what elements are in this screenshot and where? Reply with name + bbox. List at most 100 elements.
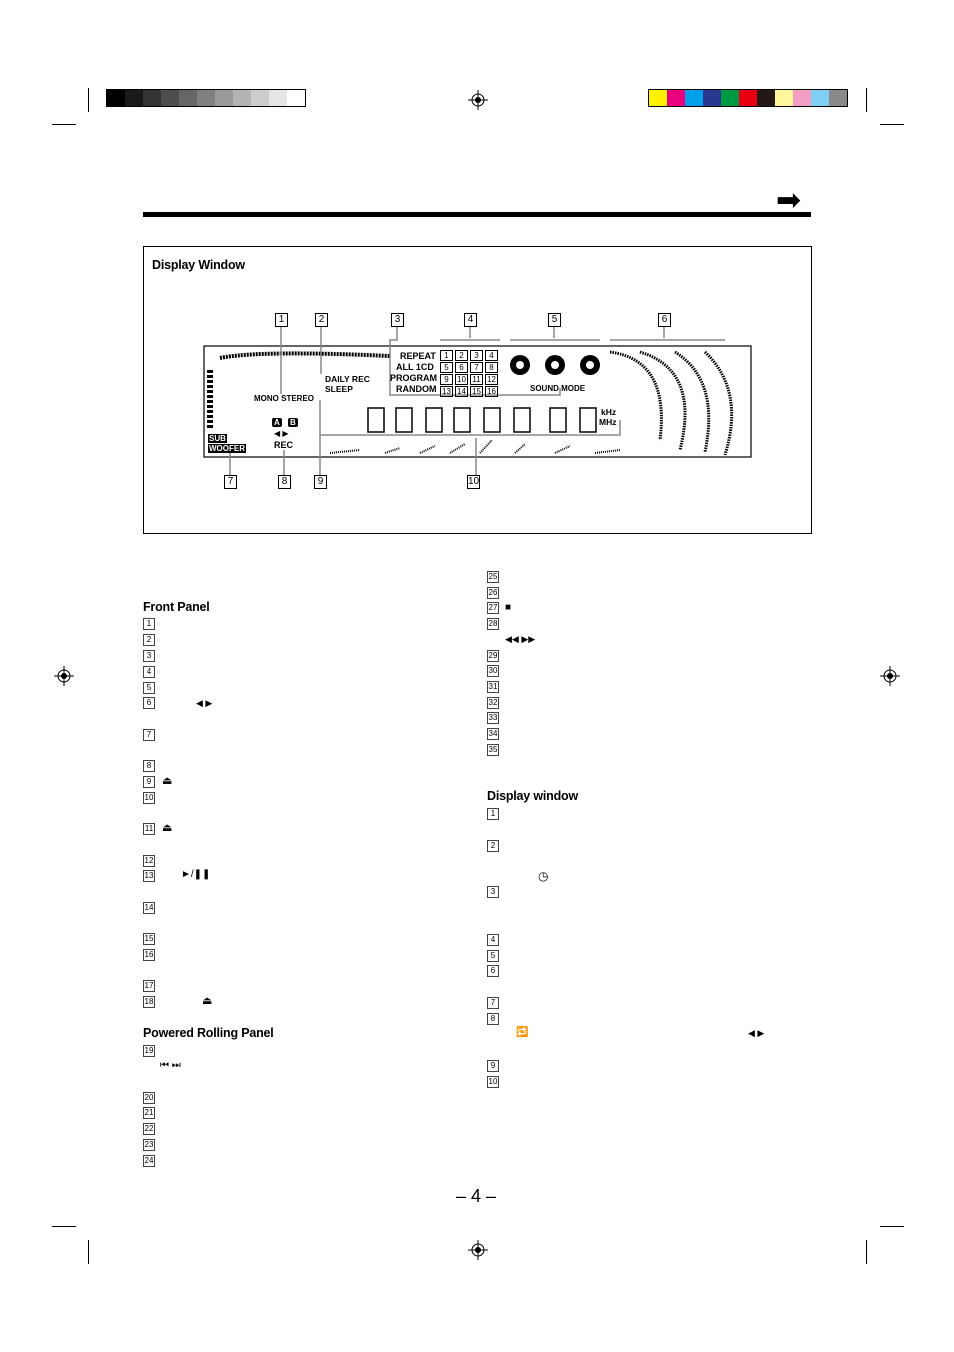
gray-swatch	[107, 90, 125, 106]
item-number: 20	[143, 1092, 155, 1104]
lcd-random: RANDOM	[396, 384, 437, 394]
lcd-deck-a: A	[272, 418, 282, 427]
gray-swatch	[143, 90, 161, 106]
item-number: 4	[143, 666, 155, 678]
item-number: 2	[487, 840, 499, 852]
color-swatch	[811, 90, 829, 106]
item-number: 10	[143, 792, 155, 804]
item-number: 3	[487, 886, 499, 898]
item-number: 1	[487, 808, 499, 820]
lcd-track-number: 3	[470, 350, 483, 361]
callout-number: 2	[315, 313, 328, 327]
powered-rolling-panel-heading: Powered Rolling Panel	[143, 1026, 274, 1040]
item-number: 33	[487, 712, 499, 724]
gray-swatch	[215, 90, 233, 106]
color-swatch	[649, 90, 667, 106]
registration-target-left	[54, 666, 74, 686]
lcd-direction-arrows-icon: ◀ ▶	[274, 429, 289, 438]
callout-number: 1	[275, 313, 288, 327]
lcd-track-number: 14	[455, 386, 468, 397]
gray-swatch	[197, 90, 215, 106]
lcd-track-number: 13	[440, 386, 453, 397]
lcd-woofer: WOOFER	[208, 444, 246, 453]
item-number: 31	[487, 681, 499, 693]
item-number: 5	[143, 682, 155, 694]
lcd-daily-rec: DAILY REC	[325, 374, 370, 384]
item-number: 25	[487, 571, 499, 583]
front-panel-heading: Front Panel	[143, 600, 210, 614]
lcd-all1cd: ALL 1CD	[396, 362, 434, 372]
skip-icon: ⏮ ⏭	[160, 1060, 181, 1071]
lcd-sub: SUB	[208, 434, 227, 443]
lcd-track-number: 12	[485, 374, 498, 385]
timer-icon: ◷	[538, 869, 549, 883]
eject-icon: ⏏	[162, 822, 173, 834]
lcd-track-number: 6	[455, 362, 468, 373]
stop-icon: ■	[505, 602, 512, 613]
item-number: 30	[487, 665, 499, 677]
lcd-track-number: 8	[485, 362, 498, 373]
gray-swatch	[251, 90, 269, 106]
lcd-track-number: 9	[440, 374, 453, 385]
color-swatch	[757, 90, 775, 106]
registration-target-bottom	[468, 1240, 488, 1260]
play-pause-icon: ►/❚❚	[181, 869, 211, 880]
lcd-rec: REC	[274, 440, 294, 450]
item-number: 21	[143, 1107, 155, 1119]
item-number: 10	[487, 1076, 499, 1088]
item-number: 19	[143, 1045, 155, 1057]
item-number: 27	[487, 602, 499, 614]
item-number: 5	[487, 950, 499, 962]
item-number: 13	[143, 870, 155, 882]
lcd-display-illustration	[203, 325, 752, 480]
item-number: 7	[487, 997, 499, 1009]
left-right-arrows-icon: ◀ ▶	[748, 1028, 765, 1038]
display-window-heading: Display Window	[152, 258, 245, 272]
item-number: 35	[487, 744, 499, 756]
item-number: 6	[487, 965, 499, 977]
item-number: 8	[143, 760, 155, 772]
item-number: 29	[487, 650, 499, 662]
lcd-mono-stereo: MONO STEREO	[254, 394, 315, 403]
color-swatch	[667, 90, 685, 106]
lcd-track-number: 10	[455, 374, 468, 385]
lcd-khz: kHz	[601, 407, 617, 417]
lcd-track-number: 16	[485, 386, 498, 397]
lcd-track-number: 5	[440, 362, 453, 373]
color-bar	[648, 89, 848, 107]
item-number: 2	[143, 634, 155, 646]
color-swatch	[685, 90, 703, 106]
gray-swatch	[233, 90, 251, 106]
item-number: 11	[143, 823, 155, 835]
repeat-icon: 🔁	[516, 1027, 529, 1038]
item-number: 18	[143, 996, 155, 1008]
display-window-figure	[143, 246, 812, 534]
item-number: 17	[143, 980, 155, 992]
item-number: 8	[487, 1013, 499, 1025]
item-number: 14	[143, 902, 155, 914]
color-swatch	[775, 90, 793, 106]
item-number: 32	[487, 697, 499, 709]
eject-icon: ⏏	[162, 775, 173, 787]
item-number: 26	[487, 587, 499, 599]
lcd-track-number: 15	[470, 386, 483, 397]
callout-number: 3	[391, 313, 404, 327]
gray-scale-bar	[106, 89, 306, 107]
continue-arrow-icon: ➡	[776, 184, 802, 217]
item-number: 28	[487, 618, 499, 630]
color-swatch	[703, 90, 721, 106]
callout-number: 5	[548, 313, 561, 327]
color-swatch	[721, 90, 739, 106]
lcd-sleep: SLEEP	[325, 384, 353, 394]
display-window-list-heading: Display window	[487, 789, 578, 803]
lcd-sound-mode: SOUND MODE	[530, 384, 586, 393]
gray-swatch	[287, 90, 305, 106]
item-number: 23	[143, 1139, 155, 1151]
callout-number: 10	[467, 475, 480, 489]
registration-target-top	[468, 90, 488, 110]
gray-swatch	[161, 90, 179, 106]
item-number: 9	[143, 776, 155, 788]
lcd-repeat: REPEAT	[400, 351, 436, 361]
item-number: 24	[143, 1155, 155, 1167]
